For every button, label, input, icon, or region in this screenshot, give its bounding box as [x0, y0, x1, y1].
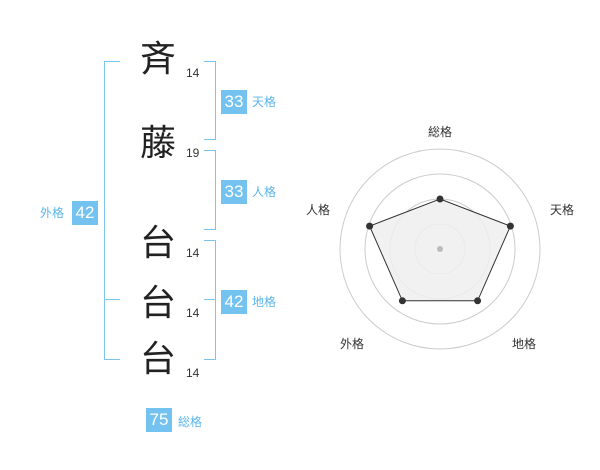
radar-ring: [414, 223, 466, 275]
radar-point-2: [474, 297, 482, 305]
tenkaku-label: 天格: [252, 95, 277, 109]
radar-center-dot: [437, 246, 443, 252]
gaikaku-value-badge: 42: [72, 201, 98, 225]
name-char-1: 斉: [140, 39, 177, 80]
gaikaku-bracket: [104, 61, 120, 360]
stroke-count-4: 14: [186, 306, 200, 320]
name-char-4: 台: [140, 283, 177, 324]
radar-ring: [364, 173, 516, 325]
stroke-count-1: 14: [186, 66, 200, 80]
name-char-2: 藤: [140, 123, 177, 164]
jinkaku-bracket: [204, 150, 216, 230]
name-char-5: 台: [140, 339, 177, 380]
soukaku-value-badge: 75: [146, 408, 172, 432]
tenkaku-bracket: [204, 61, 216, 140]
radar-axis-label-soukaku: 総格: [427, 125, 452, 139]
radar-axis-label-jinkaku: 人格: [305, 203, 330, 217]
jinkaku-value-badge: 33: [221, 180, 247, 204]
soukaku-label: 総格: [178, 415, 203, 429]
radar-axis-label-chikaku: 地格: [511, 337, 536, 351]
chikaku-label: 地格: [252, 295, 277, 309]
radar-point-3: [398, 297, 406, 305]
chikaku-bracket: [204, 240, 216, 360]
gaikaku-label: 外格: [40, 206, 65, 220]
radar-polygon: [368, 198, 512, 302]
name-char-3: 台: [140, 223, 177, 264]
tenkaku-value-badge: 33: [221, 90, 247, 114]
radar-axis-label-gaikaku: 外格: [339, 337, 364, 351]
radar-point-1: [506, 222, 514, 230]
chikaku-bracket-tick: [204, 299, 216, 300]
radar-point-4: [366, 222, 374, 230]
gaikaku-bracket-tick: [104, 299, 120, 300]
stroke-count-2: 19: [186, 146, 200, 160]
stroke-count-5: 14: [186, 366, 200, 380]
chikaku-value-badge: 42: [221, 290, 247, 314]
stroke-count-3: 14: [186, 246, 200, 260]
radar-ring: [389, 198, 491, 300]
radar-ring: [339, 148, 541, 350]
jinkaku-label: 人格: [252, 185, 277, 199]
radar-axis-label-tenkaku: 天格: [549, 203, 574, 217]
radar-point-0: [436, 195, 444, 203]
